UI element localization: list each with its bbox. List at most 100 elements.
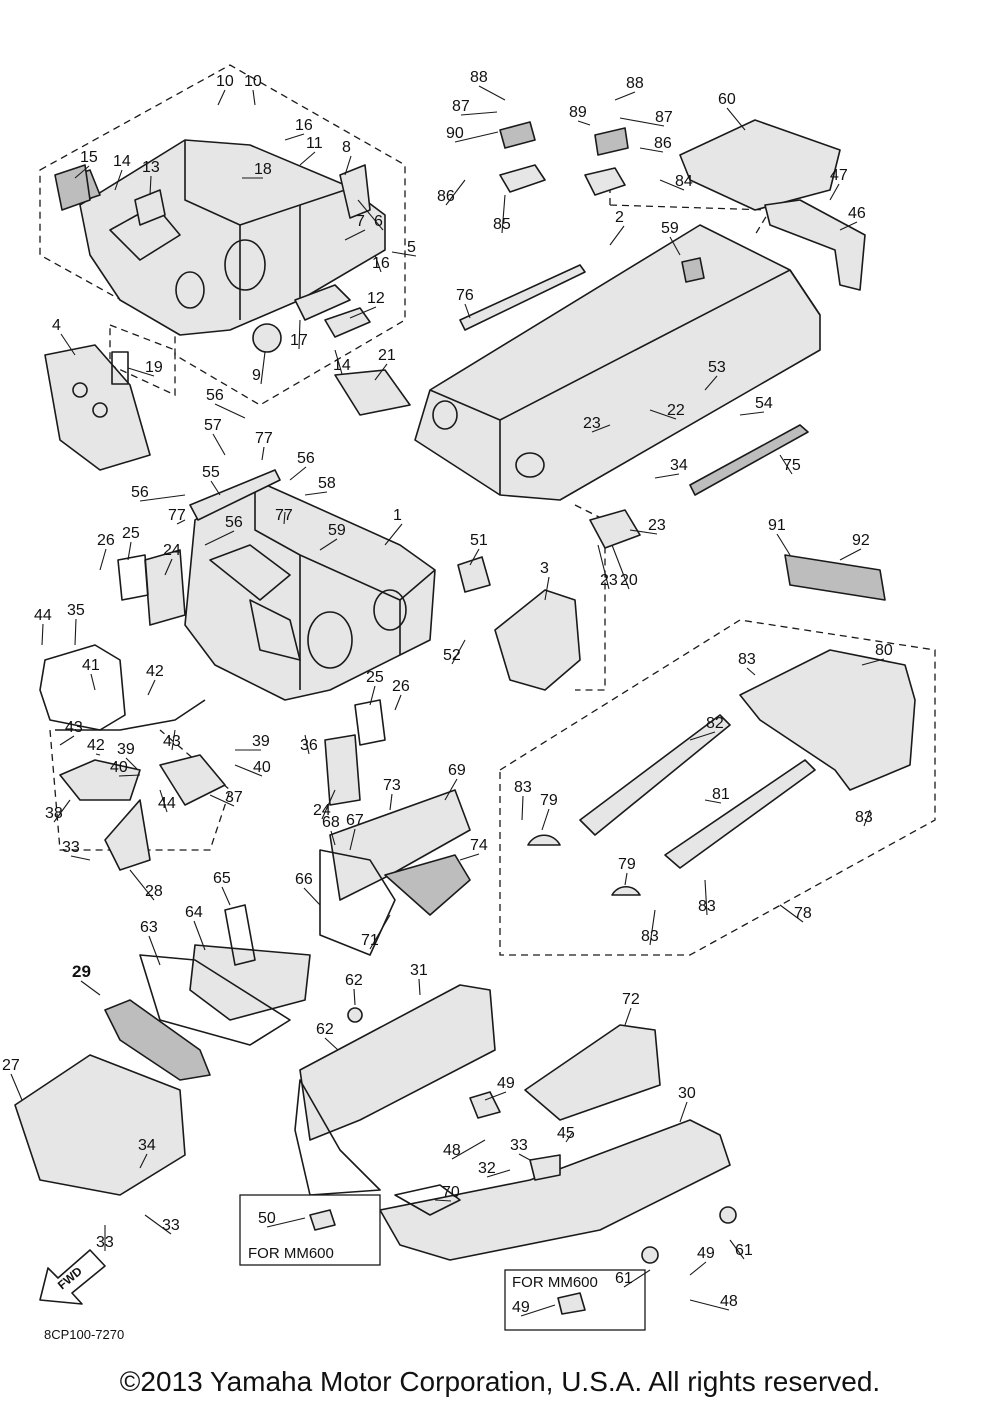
callout-29: 29 [72,962,91,981]
callout-34: 34 [670,457,688,474]
leader-line-34 [139,1153,148,1169]
callout-59: 59 [661,220,679,237]
damper-part-79 [527,834,561,846]
callout-41: 41 [82,657,100,674]
leader-line-79 [624,872,628,886]
note-text-mm600-right: FOR MM600 [512,1274,598,1291]
callout-28: 28 [145,883,163,900]
callout-13: 13 [142,159,160,176]
leader-line-42 [147,679,156,696]
leader-line-24 [321,789,336,820]
callout-11: 11 [306,135,323,152]
leader-line-38 [53,799,71,823]
callout-39: 39 [252,733,270,750]
callout-26: 26 [97,532,115,549]
callout-79: 79 [540,792,558,809]
callout-47: 47 [830,167,848,184]
group-outline-bracket-4 [109,324,176,397]
leader-line-76 [464,303,471,319]
leader-line-53 [704,375,718,391]
grommet-part-9 [252,323,282,353]
boot-part-24b [324,734,361,806]
leader-line-19 [127,367,155,377]
guard-part-63 [139,954,291,1046]
callout-37: 37 [225,789,243,806]
scoop-part-65 [224,904,256,966]
leader-line-25 [369,685,376,706]
leader-line-16 [284,133,305,141]
leader-line-62 [324,1037,339,1051]
callout-72: 72 [622,991,640,1008]
callout-84: 84 [675,173,693,190]
callout-91: 91 [768,517,786,534]
leader-line-27 [10,1073,23,1101]
callout-25: 25 [122,525,140,542]
callout-42: 42 [87,737,105,754]
callout-43: 43 [65,719,83,736]
callout-54: 54 [755,395,773,412]
callout-49: 49 [512,1299,530,1316]
leader-line-77 [261,446,265,461]
leader-line-16 [374,254,382,273]
mat-part-60 [679,119,841,211]
leader-line-83 [704,879,708,916]
leader-line-10 [217,89,226,106]
leader-line-33 [518,1153,531,1161]
callout-33: 33 [510,1137,528,1154]
leader-line-57 [212,433,226,456]
callout-36: 36 [300,737,318,754]
gasket-part-25b [354,699,386,746]
callout-82: 82 [706,715,724,732]
leader-line-2 [609,225,625,246]
callout-39: 39 [117,741,135,758]
callout-30: 30 [678,1085,696,1102]
leader-line-49 [484,1091,507,1101]
callout-42: 42 [146,663,164,680]
plug-part-62 [347,1007,363,1023]
group-outline-bracket-3 [574,504,606,691]
leader-line-35 [74,618,77,646]
mount-part-89 [594,127,629,156]
cap-part-59-rear [681,257,705,283]
callout-24: 24 [163,542,181,559]
callout-25: 25 [366,669,384,686]
bracket-part-20 [589,509,641,549]
callout-56: 56 [225,514,243,531]
leader-line-79 [541,808,550,831]
callout-48: 48 [443,1142,461,1159]
callout-4: 4 [52,317,61,334]
diagram-code: 8CP100-7270 [44,1327,125,1342]
plate-part-21 [334,369,411,416]
callout-9: 9 [252,367,261,384]
callout-24: 24 [313,802,331,819]
damper-part-79b [611,886,641,896]
callout-74: 74 [470,837,488,854]
callout-88: 88 [626,75,644,92]
callout-78: 78 [794,905,812,922]
leader-line-62 [353,988,356,1006]
callout-38: 38 [45,805,63,822]
callout-67: 67 [346,812,364,829]
leader-line-34 [654,473,680,479]
fwd-label: FWD [55,1264,85,1293]
leader-line-68 [330,830,336,846]
leader-line-40 [234,764,263,777]
rail-part-82 [579,714,731,836]
grille-part-29 [104,999,211,1081]
leader-line-17 [298,319,301,350]
leader-line-6 [357,199,384,231]
callout-89: 89 [569,104,587,121]
leader-line-25 [127,541,132,561]
leader-line-49 [520,1304,556,1317]
copyright-text: ©2013 Yamaha Motor Corporation, U.S.A. A… [119,1366,881,1397]
flap-part-70 [394,1184,461,1216]
bracket-part-38 [59,759,141,801]
leader-line-92 [839,548,862,561]
leader-line-3 [544,576,550,601]
callout-6: 6 [374,213,383,230]
callout-20: 20 [620,572,638,589]
leader-line-44 [159,789,168,813]
callout-87: 87 [655,109,673,126]
plate-part-51 [457,556,491,593]
